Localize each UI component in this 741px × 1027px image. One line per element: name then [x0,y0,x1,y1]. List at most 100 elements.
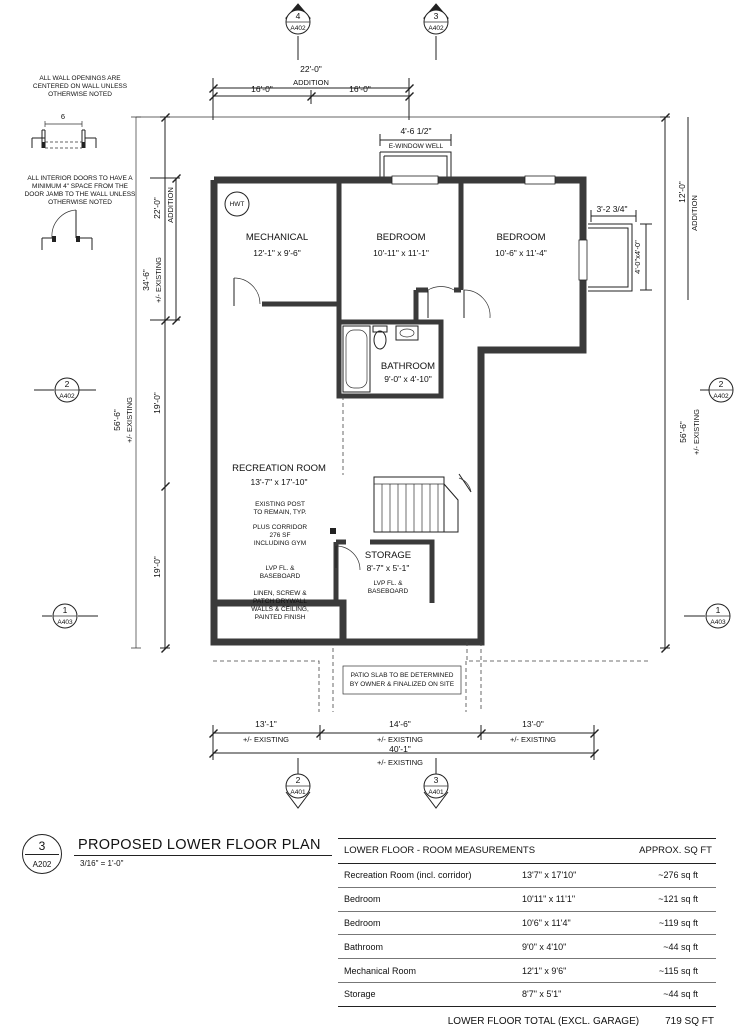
dim-side-well-width: 3'-2 3/4" [596,204,627,214]
room-bedroom-2-name: BEDROOM [496,232,545,243]
room-mechanical: MECHANICAL 12'-1" x 9'-6" [246,232,308,258]
dim-bottom-right-label: +/- EXISTING [510,735,556,744]
windows [391,175,588,281]
left-dimensions: 22'-0" ADDITION 34'-6" +/- EXISTING 56'-… [112,113,181,653]
section-marker-bottom-right: 3 A401 [423,758,449,809]
total-label: LOWER FLOOR TOTAL (EXCL. GARAGE) [447,1015,640,1027]
row-room: Recreation Room (incl. corridor) [344,870,472,881]
dim-top-label: ADDITION [293,78,329,87]
section-marker-left-low: 1 A403 [42,603,98,629]
existing-posts [330,396,344,534]
note-interior-doors-line3: DOOR JAMB TO THE WALL UNLESS [25,191,136,198]
dim-bottom-left-label: +/- EXISTING [243,735,289,744]
row-dims: 12'1" x 9'6" [522,965,567,976]
note-interior-doors: ALL INTERIOR DOORS TO HAVE A MINIMUM 4" … [25,175,136,250]
hwt-label: HWT [230,201,245,208]
wall-opening-dim: 6 [61,112,65,121]
room-storage-name: STORAGE [365,550,411,561]
note-wall-openings-line3: OTHERWISE NOTED [48,91,112,98]
section-marker-right-low: 1 A403 [684,603,731,629]
marker-bottom-left-ref: A401 [290,789,306,796]
section-marker-bottom-left: 2 A401 [285,758,311,809]
storage-note-1: BASEBOARD [368,588,409,595]
dim-side-well-size: 4'-0"x4'-0" [633,240,642,274]
dim-left-addition: 22'-0" [152,197,162,219]
rec-note-13: PAINTED FINISH [255,614,306,621]
row-room: Storage [344,989,376,1000]
room-storage: STORAGE 8'-7" x 5'-1" LVP FL. & BASEBOAR… [365,550,411,595]
room-bedroom-1-name: BEDROOM [376,232,425,243]
note-wall-openings-line1: ALL WALL OPENINGS ARE [39,75,121,82]
dim-left-addition-label: ADDITION [166,187,175,223]
table-header-right: APPROX. SQ FT [639,845,712,856]
marker-bottom-left-num: 2 [296,775,301,785]
bathroom-fixtures [342,325,419,393]
drawing-title: PROPOSED LOWER FLOOR PLAN [78,837,321,853]
note-wall-openings: ALL WALL OPENINGS ARE CENTERED ON WALL U… [31,75,128,149]
rec-note-0: EXISTING POST [255,501,305,508]
row-sqft: ~115 sq ft [658,965,698,976]
doors [230,277,491,571]
table-row: Storage 8'7" x 5'1" ~44 sq ft [338,983,716,1006]
note-wall-openings-line2: CENTERED ON WALL UNLESS [33,83,128,90]
note-interior-doors-line2: MINIMUM 4" SPACE FROM THE [32,183,129,190]
marker-top-right-ref: A402 [428,25,444,32]
room-mechanical-size: 12'-1" x 9'-6" [253,248,301,258]
dim-left-existing: 34'-6" [141,269,151,291]
row-dims: 8'7" x 5'1" [522,989,562,1000]
room-mechanical-name: MECHANICAL [246,232,308,243]
drawing-title-block: 3 A202 PROPOSED LOWER FLOOR PLAN 3/16" =… [22,834,332,884]
room-bathroom-size: 9'-0" x 4'-10" [384,374,432,384]
section-marker-top-right: 3 A402 [422,3,450,60]
row-dims: 9'0" x 4'10" [522,941,567,952]
table-header: LOWER FLOOR - ROOM MEASUREMENTS APPROX. … [338,838,716,864]
dim-top-left: 16'-0" [251,84,273,94]
dim-left-mid: 19'-0" [152,392,162,414]
dim-left-low: 19'-0" [152,556,162,578]
row-sqft: ~44 sq ft [663,941,698,952]
table-header-left: LOWER FLOOR - ROOM MEASUREMENTS [344,845,536,856]
patio-note-line1: PATIO SLAB TO BE DETERMINED [351,672,454,679]
row-sqft: ~121 sq ft [658,894,698,905]
total-value: 719 SQ FT [665,1015,714,1027]
drawing-scale: 3/16" = 1'-0" [80,859,124,868]
window-well-side: 3'-2 3/4" 4'-0"x4'-0" [588,204,652,292]
section-marker-right-mid: 2 A402 [700,377,734,403]
note-interior-doors-line4: OTHERWISE NOTED [48,199,112,206]
marker-top-left-ref: A402 [290,25,306,32]
row-room: Bedroom [344,894,381,905]
marker-top-right-num: 3 [434,11,439,21]
room-bedroom-1-size: 10'-11" x 11'-1" [373,248,429,258]
dim-window-well-width: 4'-6 1/2" [400,126,431,136]
dim-right-top-label: ADDITION [690,195,699,231]
rec-note-8: BASEBOARD [260,573,301,580]
room-measurements-table: LOWER FLOOR - ROOM MEASUREMENTS APPROX. … [338,838,716,1027]
rec-note-10: LINEN, SCREW & [253,590,307,597]
dim-bottom-right: 13'-0" [522,719,544,729]
room-bedroom-2-size: 10'-6" x 11'-4" [495,248,547,258]
dim-left-existing-label: +/- EXISTING [154,257,163,303]
room-recreation-name: RECREATION ROOM [232,463,326,474]
marker-right-low-num: 1 [716,605,721,615]
table-row: Bedroom 10'6" x 11'4" ~119 sq ft [338,912,716,936]
window-well-top: 4'-6 1/2" E-WINDOW WELL [379,126,452,180]
rec-note-7: LVP FL. & [265,565,295,572]
row-dims: 13'7" x 17'10" [522,870,577,881]
dim-bottom-total: 40'-1" [389,744,411,754]
marker-left-mid-ref: A402 [59,393,75,400]
dim-top-total: 22'-0" [300,64,322,74]
marker-bottom-right-ref: A401 [428,789,444,796]
rec-note-4: 276 SF [270,532,291,539]
patio-note-line2: BY OWNER & FINALIZED ON SITE [350,681,455,688]
rec-note-12: WALLS & CEILING, [251,606,309,613]
drawing-sheet: A202 [32,860,52,869]
room-bathroom: BATHROOM 9'-0" x 4'-10" [381,361,435,384]
dim-left-total: 56'-6" [112,409,122,431]
table-total: LOWER FLOOR TOTAL (EXCL. GARAGE) 719 SQ … [338,1005,716,1027]
patio-slab-outline: PATIO SLAB TO BE DETERMINED BY OWNER & F… [213,642,650,712]
room-bedroom-2: BEDROOM 10'-6" x 11'-4" [495,232,547,258]
table-row: Recreation Room (incl. corridor) 13'7" x… [338,864,716,888]
dim-right-total: 56'-6" [678,421,688,443]
room-storage-size: 8'-7" x 5'-1" [367,563,410,573]
